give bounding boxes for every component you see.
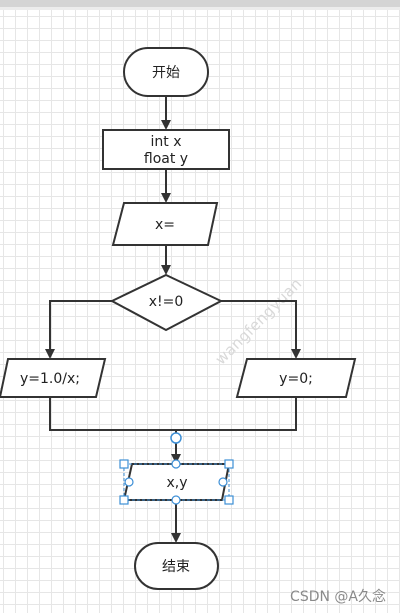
output-label: x,y [166, 475, 187, 491]
declaration-process[interactable]: int x float y [102, 129, 230, 170]
declare-line-2: float y [144, 151, 188, 167]
connector-condition-false[interactable] [221, 300, 301, 359]
resize-handle-top-right[interactable] [224, 459, 234, 469]
resize-handle-top-left[interactable] [119, 459, 129, 469]
connector-condition-true[interactable] [45, 300, 112, 359]
end-label: 结束 [162, 559, 190, 575]
end-terminator[interactable]: 结束 [134, 542, 219, 590]
connection-point-bottom[interactable] [171, 495, 181, 505]
selection-overlay[interactable] [119, 432, 234, 505]
condition-decision[interactable]: x!=0 [109, 273, 224, 332]
declare-line-1: int x [151, 134, 182, 150]
resize-handle-bottom-right[interactable] [224, 495, 234, 505]
input-label: x= [155, 217, 175, 233]
start-terminator[interactable]: 开始 [123, 47, 209, 97]
true-branch-label: y=1.0/x; [20, 371, 80, 387]
connector-merge[interactable] [49, 397, 297, 431]
edge-endpoint-handle[interactable] [170, 432, 182, 444]
start-label: 开始 [152, 65, 180, 81]
toolbar-shadow [0, 7, 400, 10]
connection-point-top[interactable] [171, 459, 181, 469]
top-toolbar-strip [0, 0, 400, 7]
false-branch-node[interactable]: y=0; [235, 358, 357, 398]
connection-point-left[interactable] [124, 477, 134, 487]
csdn-credit: CSDN @A久念 [290, 589, 386, 605]
input-node[interactable]: x= [111, 202, 219, 246]
condition-label: x!=0 [149, 294, 184, 310]
watermark-text: wangfengyuan [212, 275, 306, 369]
connection-point-right[interactable] [218, 477, 228, 487]
false-branch-label: y=0; [279, 371, 313, 387]
output-node[interactable]: x,y [122, 463, 231, 501]
resize-handle-bottom-left[interactable] [119, 495, 129, 505]
true-branch-node[interactable]: y=1.0/x; [0, 358, 107, 398]
